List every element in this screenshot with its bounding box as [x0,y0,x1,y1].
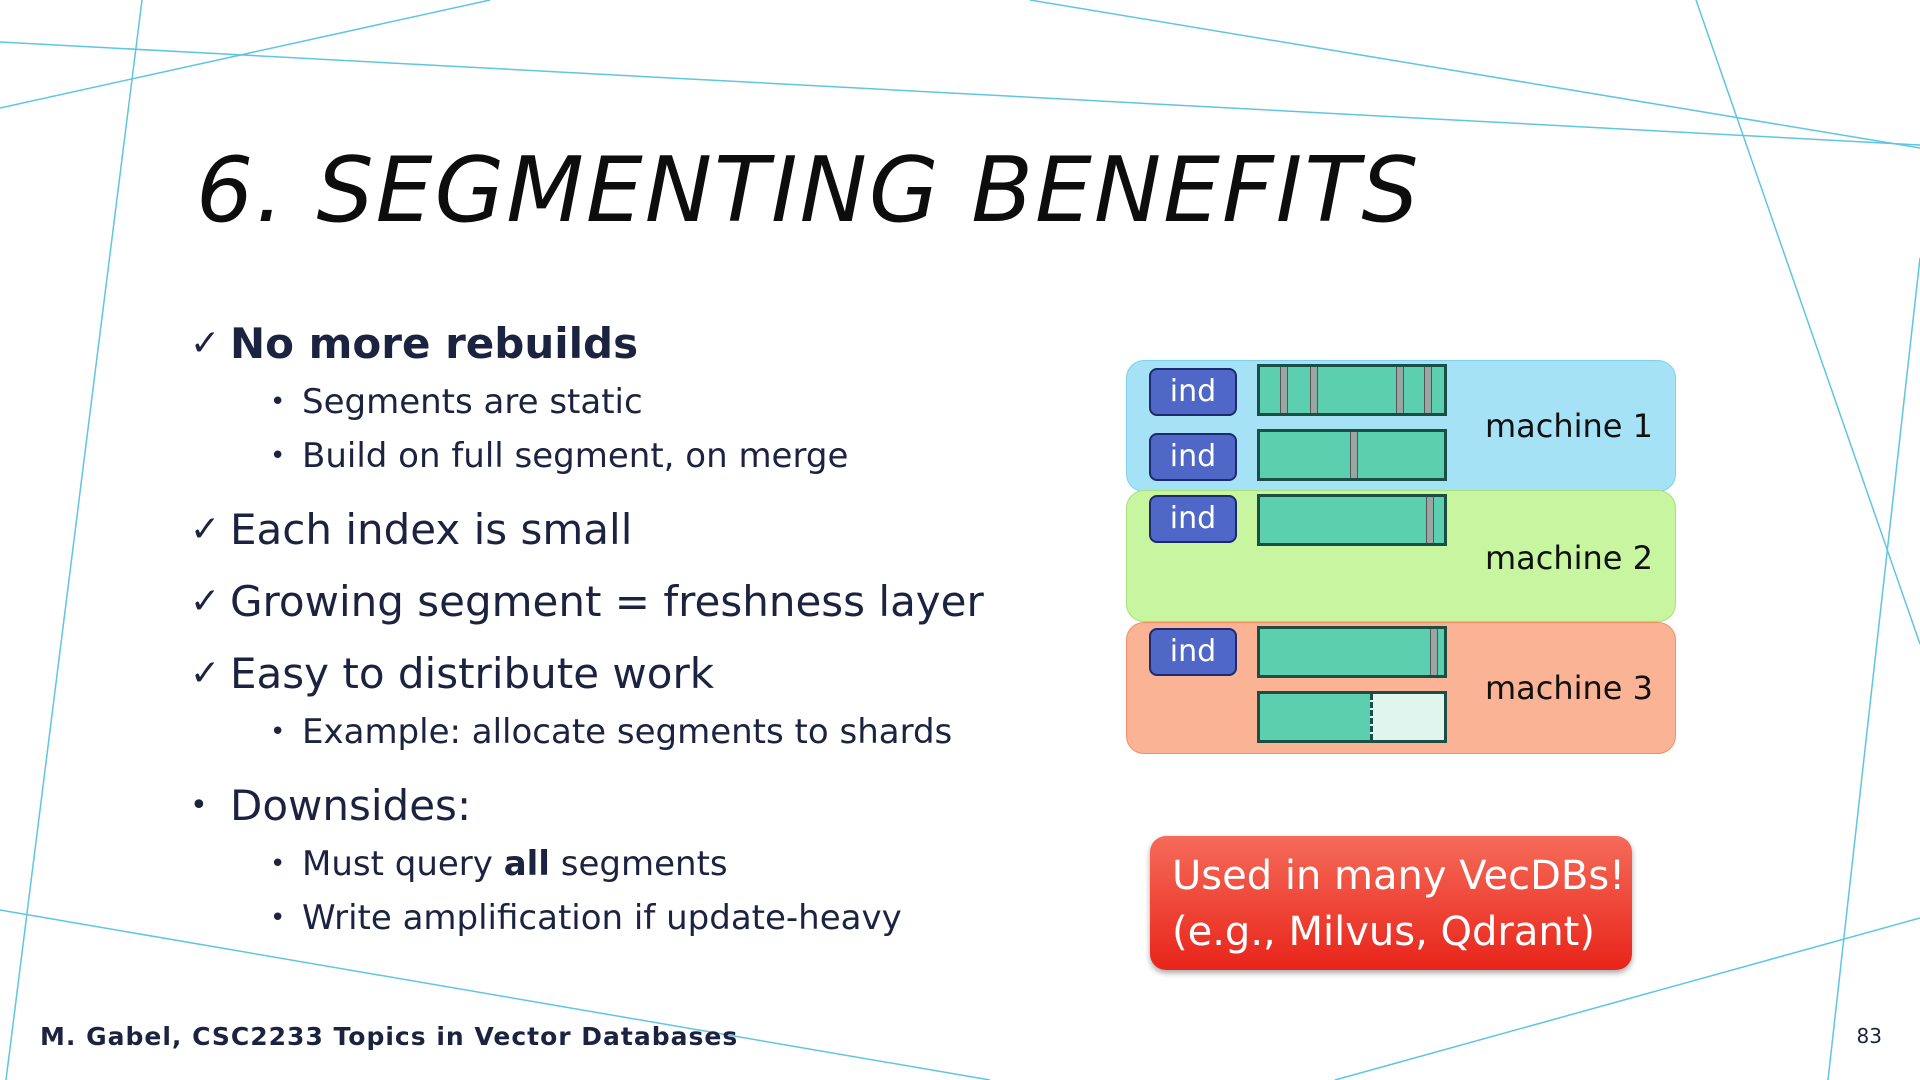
index-box: ind [1149,495,1237,543]
decor-line [0,0,491,109]
bullet-dot: • [190,788,208,823]
sub-bullet-text: Example: allocate segments to shards [302,712,953,752]
segment-marker [1426,497,1434,543]
sub-bullet-text: Must query all segments [302,842,728,886]
segment-marker [1350,432,1358,478]
segment-marker [1424,367,1432,413]
bullet-text: Each index is small [230,505,633,554]
bullet-downsides: • Downsides: [190,780,1070,832]
callout-line: Used in many VecDBs! [1172,853,1626,899]
segment-diagram: ind ind machine 1 ind machine 2 ind [1124,360,1676,756]
index-box: ind [1149,368,1237,416]
segment-bar [1257,364,1447,416]
bullet-no-more-rebuilds: ✓ No more rebuilds [190,318,1070,370]
bullet-distribute-work: ✓ Easy to distribute work [190,648,1070,700]
bullet-index-small: ✓ Each index is small [190,504,1070,556]
bullet-dot: • [270,387,286,417]
vecdb-callout: Used in many VecDBs! (e.g., Milvus, Qdra… [1150,836,1632,970]
bullet-growing-segment: ✓ Growing segment = freshness layer [190,576,1070,628]
sub-bullet: • Build on full segment, on merge [190,434,1070,478]
sub-bullet: • Example: allocate segments to shards [190,710,1070,754]
callout-line: (e.g., Milvus, Qdrant) [1172,909,1595,955]
growing-segment-filled [1260,694,1370,740]
bullet-dot: • [270,903,286,933]
bullet-list: ✓ No more rebuilds • Segments are static… [190,318,1070,940]
decor-line [1334,917,1920,1080]
text-emphasis: all [503,844,550,884]
segment-bar [1257,429,1447,481]
machine-label: machine 2 [1484,539,1653,577]
bullet-dot: • [270,441,286,471]
segment-marker [1396,367,1404,413]
text-part: segments [549,844,728,884]
sub-bullet: • Must query all segments [190,842,1070,886]
growing-segment-empty [1370,694,1444,740]
sub-bullet-text: Write amplification if update-heavy [302,898,902,938]
machine-2-box: ind machine 2 [1126,490,1676,622]
decor-line [1827,257,1920,1080]
check-icon: ✓ [190,323,221,364]
slide-title: 6. SEGMENTING BENEFITS [196,138,1421,243]
segment-bar [1257,626,1447,678]
sub-bullet: • Write amplification if update-heavy [190,896,1070,940]
sub-bullet: • Segments are static [190,380,1070,424]
bullet-text: Easy to distribute work [230,649,715,698]
segment-marker [1430,629,1438,675]
machine-3-box: ind machine 3 [1126,622,1676,754]
decor-line [1695,0,1920,645]
text-part: Must query [302,844,504,884]
footer-credit: M. Gabel, CSC2233 Topics in Vector Datab… [40,1022,739,1051]
page-number: 83 [1856,1024,1882,1048]
sub-bullet-text: Build on full segment, on merge [302,436,849,476]
index-box: ind [1149,628,1237,676]
segment-marker [1310,367,1318,413]
segment-marker [1280,367,1288,413]
index-box: ind [1149,433,1237,481]
growing-segment-bar [1257,691,1447,743]
machine-1-box: ind ind machine 1 [1126,360,1676,492]
check-icon: ✓ [190,581,221,622]
bullet-text: Growing segment = freshness layer [230,577,984,626]
machine-label: machine 3 [1484,669,1653,707]
bullet-dot: • [270,849,286,879]
decor-line [0,41,1920,146]
bullet-text: Downsides: [230,781,472,830]
machine-label: machine 1 [1484,407,1653,445]
check-icon: ✓ [190,653,221,694]
check-icon: ✓ [190,509,221,550]
decor-line [5,0,143,1080]
bullet-text: No more rebuilds [230,319,639,368]
sub-bullet-text: Segments are static [302,382,643,422]
decor-line [1029,0,1920,149]
bullet-dot: • [270,717,286,747]
segment-bar [1257,494,1447,546]
decor-line [0,909,991,1080]
